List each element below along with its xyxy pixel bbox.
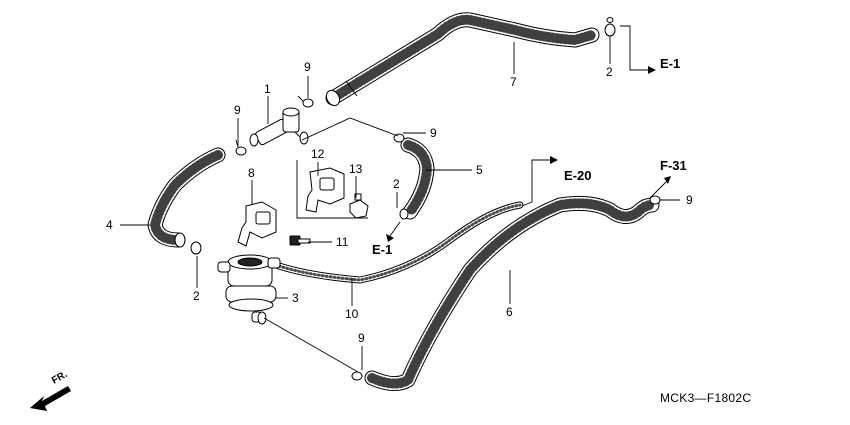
hose-7 [325,12,600,107]
hose-6 [364,195,660,391]
clip-2-b [190,241,202,255]
holder-12 [305,167,345,213]
diagram-code: MCK3—F1802C [660,391,751,405]
clip-2-a [604,17,616,37]
nut-13 [349,193,369,219]
callout-7: 7 [510,75,517,89]
callout-9-mid: 9 [430,126,437,140]
callout-5: 5 [476,163,483,177]
clip-9-d [649,195,661,205]
joint-1 [249,107,309,147]
ref-e1-mid: E-1 [372,242,392,257]
bolt-11 [289,235,311,246]
callout-8: 8 [248,166,255,180]
ref-e1-top: E-1 [660,56,680,71]
callout-10: 10 [345,307,359,321]
callout-6: 6 [506,305,513,319]
bracket-8 [237,201,277,247]
hose-5 [400,137,435,220]
callout-2-mid: 2 [393,177,400,191]
arrowheads [386,66,671,242]
front-label: FR. [50,369,70,387]
clip-9-b [235,139,247,156]
callout-13: 13 [349,162,363,176]
valve-3 [217,254,281,325]
callout-9-top: 9 [304,60,311,74]
callout-1: 1 [264,82,271,96]
tube-10 [264,201,524,284]
leader-lines [120,25,680,373]
clip-9-e [351,371,363,381]
hose-4 [147,147,226,248]
ref-e20: E-20 [564,168,591,183]
clip-9-a [297,95,314,108]
clip-2-c [399,208,409,220]
callout-2-left: 2 [193,289,200,303]
callout-9-bottom: 9 [358,331,365,345]
clip-9-c [393,133,405,143]
front-arrow-icon [30,386,71,411]
callout-12: 12 [311,147,325,161]
callout-9-left: 9 [234,103,241,117]
callout-9-right: 9 [686,193,693,207]
callout-4: 4 [106,218,113,232]
callout-11: 11 [336,235,349,249]
callout-3: 3 [292,291,299,305]
group-bracket-12-13 [296,160,368,219]
callout-2-top: 2 [606,65,613,79]
ref-f31: F-31 [660,158,687,173]
